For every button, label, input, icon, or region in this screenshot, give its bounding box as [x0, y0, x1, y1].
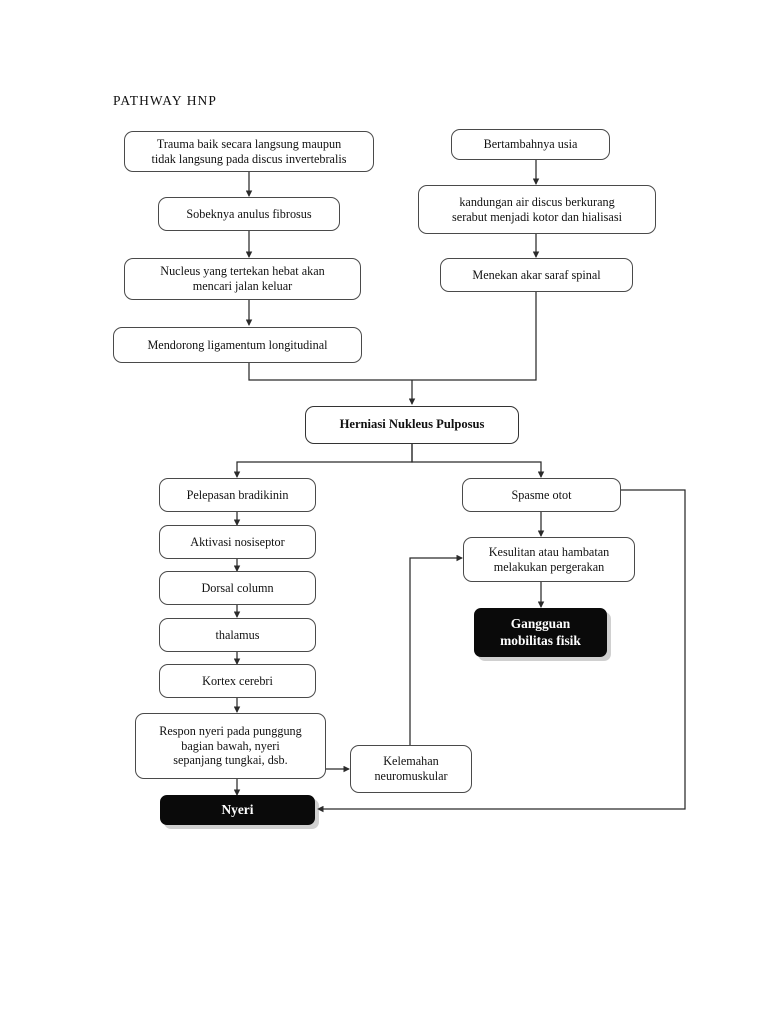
node-kelemahan-neuromuskular[interactable]: Kelemahan neuromuskular [350, 745, 472, 793]
node-nyeri-label: Nyeri [221, 801, 254, 817]
node-dorsal-column-label: Dorsal column [201, 580, 274, 595]
node-trauma-label: Trauma baik secara langsung maupun tidak… [151, 136, 347, 166]
node-aktivasi-nosiseptor[interactable]: Aktivasi nosiseptor [159, 525, 316, 559]
edge-herniasi-split-right [411, 444, 545, 478]
node-herniasi-nukleus-pulposus-label: Herniasi Nukleus Pulposus [339, 417, 485, 432]
node-aktivasi-nosiseptor-label: Aktivasi nosiseptor [190, 534, 285, 549]
node-dorsal-column[interactable]: Dorsal column [159, 571, 316, 605]
node-mendorong-ligamentum[interactable]: Mendorong ligamentum longitudinal [113, 327, 362, 363]
node-kortex-cerebri-label: Kortex cerebri [202, 673, 273, 688]
node-nucleus-tertekan[interactable]: Nucleus yang tertekan hebat akan mencari… [124, 258, 361, 300]
node-kesulitan-hambatan-label: Kesulitan atau hambatan melakukan perger… [488, 544, 610, 574]
node-nyeri[interactable]: Nyeri [160, 795, 315, 825]
node-kandungan-air-discus-label: kandungan air discus berkurang serabut m… [452, 194, 622, 224]
node-nucleus-tertekan-label: Nucleus yang tertekan hebat akan mencari… [160, 264, 325, 293]
node-herniasi-nukleus-pulposus[interactable]: Herniasi Nukleus Pulposus [305, 406, 519, 444]
node-gangguan-mobilitas-fisik-label: Gangguan mobilitas fisik [500, 616, 581, 648]
node-kesulitan-hambatan[interactable]: Kesulitan atau hambatan melakukan perger… [463, 537, 635, 582]
node-kortex-cerebri[interactable]: Kortex cerebri [159, 664, 316, 698]
node-respon-nyeri-label: Respon nyeri pada punggung bagian bawah,… [159, 723, 302, 768]
node-menekan-akar-saraf-spinal-label: Menekan akar saraf spinal [472, 267, 601, 282]
node-spasme-otot-label: Spasme otot [511, 487, 572, 502]
edge-kelemahan-to-kesulitan [409, 554, 463, 745]
node-pelepasan-bradikinin-label: Pelepasan bradikinin [186, 487, 289, 502]
node-kandungan-air-discus[interactable]: kandungan air discus berkurang serabut m… [418, 185, 656, 234]
page-title: PATHWAY HNP [113, 93, 218, 108]
node-mendorong-ligamentum-label: Mendorong ligamentum longitudinal [147, 337, 328, 352]
node-menekan-akar-saraf-spinal[interactable]: Menekan akar saraf spinal [440, 258, 633, 292]
node-bertambahnya-usia[interactable]: Bertambahnya usia [451, 129, 610, 160]
node-respon-nyeri[interactable]: Respon nyeri pada punggung bagian bawah,… [135, 713, 326, 779]
node-bertambahnya-usia-label: Bertambahnya usia [483, 137, 578, 152]
node-pelepasan-bradikinin[interactable]: Pelepasan bradikinin [159, 478, 316, 512]
node-gangguan-mobilitas-fisik[interactable]: Gangguan mobilitas fisik [474, 608, 607, 657]
node-thalamus-label: thalamus [215, 627, 260, 642]
edge-ligamentum-to-merge [248, 363, 412, 381]
edge-menekan-to-merge [412, 292, 537, 381]
node-kelemahan-neuromuskular-label: Kelemahan neuromuskular [374, 754, 448, 783]
node-thalamus[interactable]: thalamus [159, 618, 316, 652]
node-sobeknya-anulus-fibrosus[interactable]: Sobeknya anulus fibrosus [158, 197, 340, 231]
node-trauma[interactable]: Trauma baik secara langsung maupun tidak… [124, 131, 374, 172]
edge-herniasi-split-left [233, 444, 413, 478]
node-sobeknya-anulus-fibrosus-label: Sobeknya anulus fibrosus [186, 206, 312, 221]
node-spasme-otot[interactable]: Spasme otot [462, 478, 621, 512]
